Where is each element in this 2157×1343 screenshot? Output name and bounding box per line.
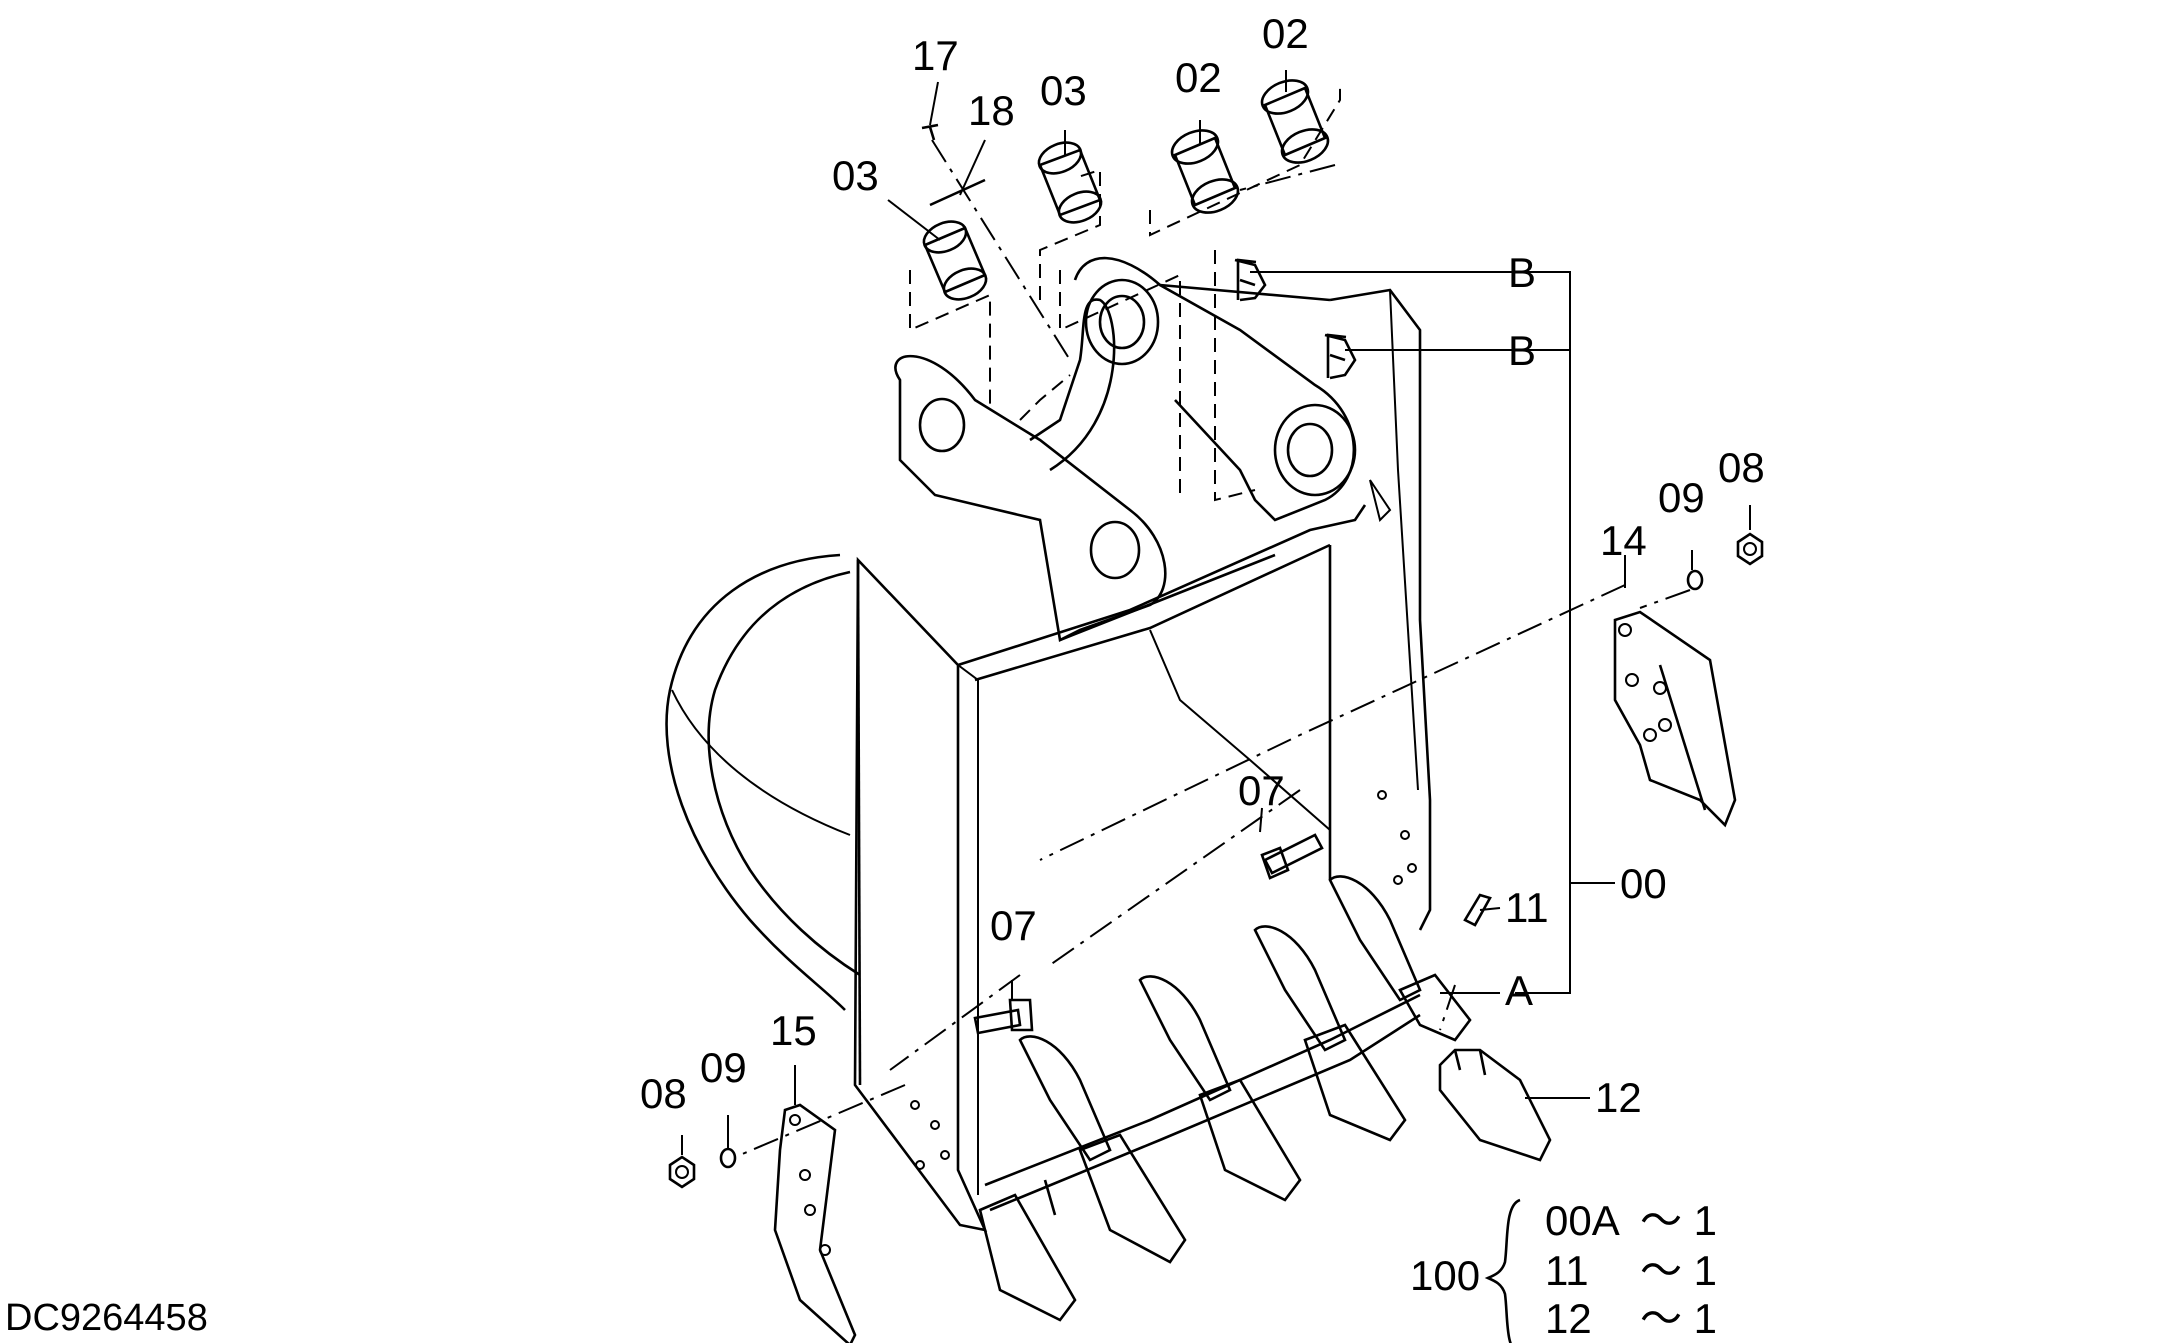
tooth-adapters bbox=[1018, 875, 1422, 1162]
drawing-code: DC9264458 bbox=[5, 1297, 208, 1339]
callout-00: 00 bbox=[1620, 860, 1667, 907]
kit-row-1-part: 00A bbox=[1545, 1197, 1620, 1244]
bushing-03-right bbox=[1037, 141, 1103, 224]
alignment-lines bbox=[739, 85, 1691, 1156]
callout-14: 14 bbox=[1600, 517, 1647, 564]
bushing-02-right bbox=[1260, 79, 1330, 164]
callout-09-right: 09 bbox=[1658, 474, 1705, 521]
washer-09-left bbox=[719, 1147, 737, 1169]
callout-17: 17 bbox=[912, 32, 959, 79]
callout-02-right: 02 bbox=[1262, 10, 1309, 57]
tooth-12 bbox=[1438, 1048, 1552, 1162]
pin-b-lower bbox=[1324, 333, 1357, 380]
callout-02-left: 02 bbox=[1175, 54, 1222, 101]
callout-a: A bbox=[1505, 967, 1533, 1014]
kit-composition: 100 00A ～ 1 11 ～ 1 12 ～ 1 bbox=[1410, 1197, 1717, 1343]
callout-03-right: 03 bbox=[1040, 67, 1087, 114]
callout-08-right: 08 bbox=[1718, 444, 1765, 491]
mounting-bracket-left bbox=[894, 298, 1167, 642]
bolt-17 bbox=[921, 123, 939, 141]
kit-row-3-qty: ～ 1 bbox=[1640, 1295, 1717, 1342]
callout-11: 11 bbox=[1505, 884, 1549, 931]
bushing-03-left bbox=[922, 220, 988, 301]
bucket-body bbox=[665, 288, 1432, 1232]
callout-08-left: 08 bbox=[640, 1070, 687, 1117]
kit-number: 100 bbox=[1410, 1252, 1480, 1299]
callout-15: 15 bbox=[770, 1007, 817, 1054]
mounting-bracket-right bbox=[1073, 256, 1357, 522]
nut-08-left bbox=[668, 1155, 696, 1189]
callout-07-right: 07 bbox=[1238, 767, 1285, 814]
washer-09-right bbox=[1686, 569, 1704, 591]
side-cutter-15 bbox=[773, 1103, 857, 1343]
callout-labels: 17 18 03 03 02 02 B B 08 09 14 07 07 11 … bbox=[640, 10, 1765, 1121]
bushing-02-left bbox=[1170, 129, 1240, 214]
leader-lines bbox=[681, 70, 1751, 1155]
callout-18: 18 bbox=[968, 87, 1015, 134]
callout-b-lower: B bbox=[1508, 327, 1536, 374]
pin-11 bbox=[1463, 893, 1492, 927]
callout-03-left: 03 bbox=[832, 152, 879, 199]
tooth-points bbox=[978, 973, 1472, 1322]
side-cutter-14 bbox=[1613, 610, 1737, 828]
pin-b-upper bbox=[1234, 258, 1267, 302]
kit-row-3-part: 12 bbox=[1545, 1295, 1592, 1342]
bolt-07-left bbox=[973, 998, 1034, 1035]
callout-12: 12 bbox=[1595, 1074, 1642, 1121]
callout-09-left: 09 bbox=[700, 1044, 747, 1091]
kit-brace bbox=[1484, 1198, 1521, 1343]
bolt-07-right bbox=[1260, 833, 1324, 880]
kit-row-2-part: 11 bbox=[1545, 1247, 1589, 1294]
callout-b-upper: B bbox=[1508, 249, 1536, 296]
kit-row-1-qty: ～ 1 bbox=[1640, 1197, 1717, 1244]
kit-row-2-qty: ～ 1 bbox=[1640, 1247, 1717, 1294]
shim-18 bbox=[929, 178, 986, 207]
nut-08-right bbox=[1736, 532, 1764, 566]
callout-07-left: 07 bbox=[990, 902, 1037, 949]
